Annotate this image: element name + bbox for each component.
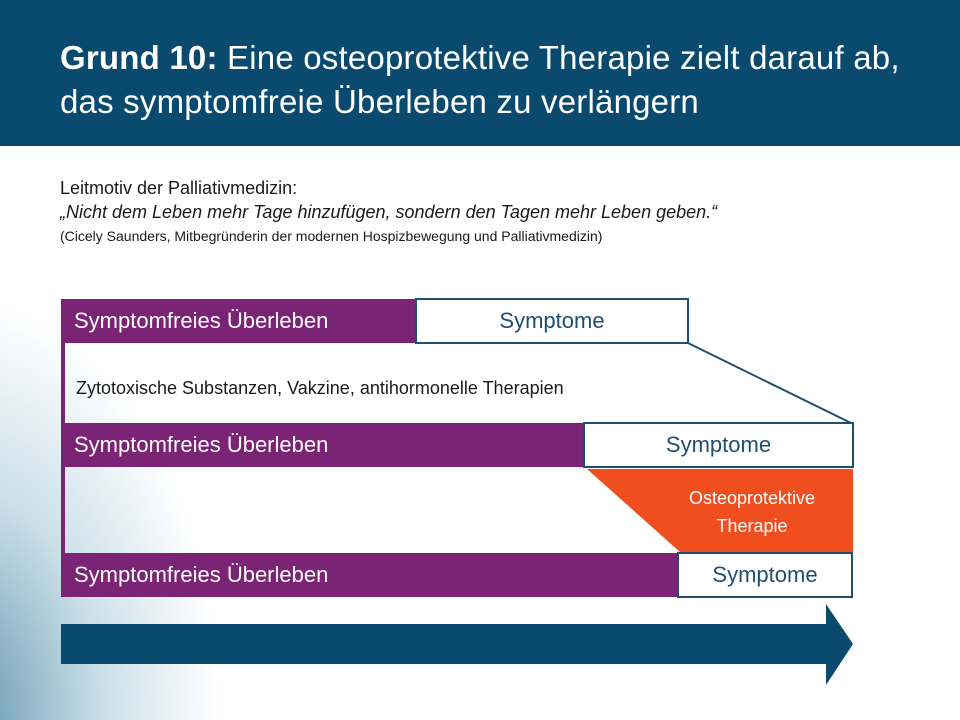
survival-label-1: Symptomfreies Überleben (74, 308, 329, 333)
quote-attribution: (Cicely Saunders, Mitbegründerin der mod… (60, 228, 603, 244)
symptoms-label-3: Symptome (712, 562, 818, 587)
survival-bar-3 (61, 553, 679, 597)
survival-label-3: Symptomfreies Überleben (74, 562, 329, 587)
symptoms-box-2 (583, 422, 854, 468)
page-title: Grund 10: Eine osteoprotektive Therapie … (60, 36, 940, 124)
survival-bar-2 (61, 423, 585, 467)
survival-bar-1 (61, 299, 417, 343)
title-rest: Eine osteoprotektive Therapie zielt dara… (60, 39, 900, 120)
time-arrow (61, 604, 853, 685)
therapy-label-osteo: Osteoprotektive Therapie (688, 488, 816, 536)
quote-intro: Leitmotiv der Palliativmedizin: (60, 178, 298, 198)
connector-line-1 (61, 342, 65, 426)
symptoms-box-1 (415, 298, 689, 344)
title-bold: Grund 10: (60, 39, 218, 76)
connector-line-2 (61, 466, 65, 554)
survival-label-2: Symptomfreies Überleben (74, 432, 329, 457)
symptoms-box-3 (677, 552, 853, 598)
quote-text: „Nicht dem Leben mehr Tage hinzufügen, s… (60, 202, 718, 222)
therapy-label-first: Zytotoxische Substanzen, Vakzine, antiho… (76, 378, 564, 398)
quote-block: Leitmotiv der Palliativmedizin: „Nicht d… (60, 176, 940, 246)
symptoms-label-1: Symptome (499, 308, 605, 333)
osteo-therapy-shape (587, 469, 853, 552)
symptoms-label-2: Symptome (665, 432, 772, 457)
header-banner: Grund 10: Eine osteoprotektive Therapie … (0, 0, 960, 146)
shift-line-1 (687, 342, 854, 425)
